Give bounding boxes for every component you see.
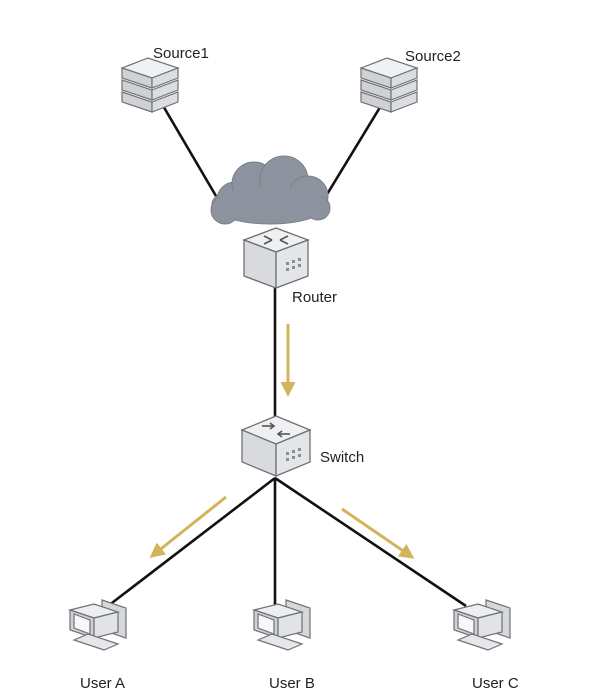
desktop-computer-icon bbox=[451, 599, 511, 651]
switch-icon bbox=[240, 415, 312, 477]
link-switch-user-a bbox=[107, 476, 276, 608]
user-c-label: User C bbox=[472, 675, 519, 692]
flow-arrows bbox=[149, 324, 415, 559]
source2-label: Source2 bbox=[405, 48, 461, 65]
router-icon bbox=[242, 227, 310, 289]
links bbox=[107, 103, 467, 608]
router-label: Router bbox=[292, 289, 337, 306]
source1-label: Source1 bbox=[153, 45, 209, 62]
link-switch-user-c bbox=[274, 476, 467, 608]
arrow-icon bbox=[341, 507, 415, 559]
user-a-label: User A bbox=[80, 675, 125, 692]
link-source1-cloud bbox=[160, 103, 218, 197]
switch-label: Switch bbox=[320, 449, 364, 466]
server-stack-icon bbox=[359, 57, 419, 113]
cloud-icon bbox=[210, 155, 331, 225]
desktop-computer-icon bbox=[251, 599, 311, 651]
link-source2-cloud bbox=[324, 103, 384, 197]
desktop-computer-icon bbox=[67, 599, 127, 651]
user-b-label: User B bbox=[269, 675, 315, 692]
arrow-icon bbox=[149, 495, 227, 558]
server-stack-icon bbox=[120, 57, 180, 113]
